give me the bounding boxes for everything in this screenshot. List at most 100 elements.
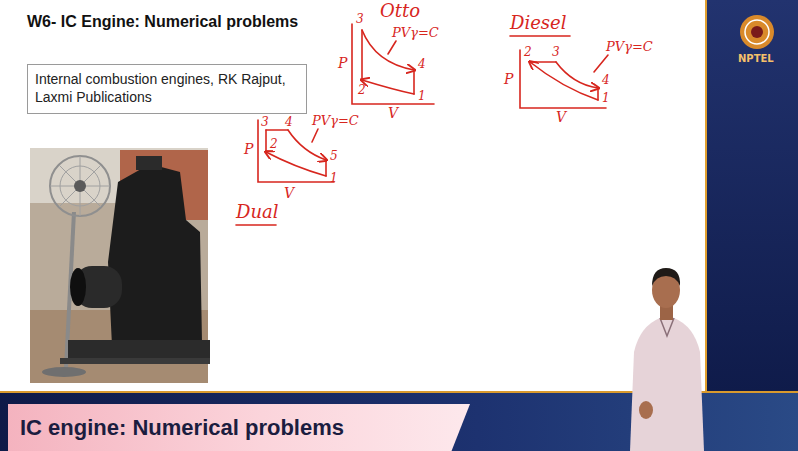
cycle-line — [265, 130, 267, 152]
label-anchor: P — [244, 142, 253, 156]
expansion-curve — [288, 130, 326, 160]
engine-frame — [68, 340, 210, 358]
handwritten-label: 3 — [261, 116, 269, 128]
label-anchor: PVγ=C — [606, 40, 653, 53]
logo-core — [751, 26, 763, 38]
label-anchor: V — [556, 110, 566, 124]
handwritten-label: 3 — [356, 13, 364, 25]
handwritten-label: 1 — [602, 92, 610, 104]
handwritten-label: PVγ=C — [606, 40, 653, 53]
handwritten-label: 1 — [330, 172, 338, 184]
engine-body — [108, 164, 202, 346]
label-anchor: P — [338, 56, 347, 70]
cycle-line — [266, 129, 288, 131]
handwritten-label: P — [244, 142, 253, 156]
side-panel — [706, 0, 798, 392]
handwritten-label: 2 — [270, 138, 278, 150]
label-anchor: Dual — [236, 203, 279, 221]
handwritten-label: V — [556, 110, 566, 124]
label-anchor: PVγ=C — [392, 26, 439, 39]
label-anchor: 1 — [330, 172, 338, 184]
node-text: Internal combustion engines, RK Rajput, … — [35, 70, 299, 106]
handwritten-label: Otto — [380, 2, 420, 20]
presenter — [630, 268, 704, 451]
handwritten-label: P — [504, 72, 513, 86]
label-anchor: 3 — [552, 46, 560, 58]
label-anchor: 2 — [358, 84, 366, 96]
fan-base — [42, 367, 86, 377]
slide-ground — [0, 0, 706, 392]
slide-title: W6- IC Engine: Numerical problems — [27, 13, 298, 31]
handwritten-label: V — [388, 106, 398, 120]
label-anchor: V — [388, 106, 398, 120]
pv-axes — [520, 50, 606, 108]
presenter-hand — [639, 401, 653, 419]
handwritten-label: PVγ=C — [392, 26, 439, 39]
label-anchor: Otto — [380, 2, 420, 20]
handwritten-label: 3 — [552, 46, 560, 58]
handwritten-label: 2 — [524, 46, 532, 58]
handwritten-label: PVγ=C — [312, 114, 359, 127]
label-anchor: V — [284, 186, 294, 200]
pv-axes — [258, 120, 334, 182]
drum-opening — [70, 268, 86, 306]
leader-line — [388, 41, 396, 54]
shirt-collar — [660, 318, 674, 336]
label-anchor: P — [504, 72, 513, 86]
label-anchor: 1 — [602, 92, 610, 104]
fan-spokes — [50, 156, 110, 216]
label-anchor: 4 — [285, 116, 293, 128]
handwritten-label: P — [338, 56, 347, 70]
fan-hub — [74, 180, 86, 192]
cycle-line — [361, 30, 363, 80]
label-anchor: 3 — [261, 116, 269, 128]
underline — [236, 224, 276, 226]
label-anchor: 2 — [524, 46, 532, 58]
handwritten-label: Diesel — [510, 14, 567, 32]
leader-line — [594, 55, 608, 72]
handwritten-label: V — [284, 186, 294, 200]
label-anchor: 3 — [356, 13, 364, 25]
handwritten-label: 4 — [285, 116, 293, 128]
leader-line — [312, 129, 318, 142]
logo-text: NPTEL — [738, 54, 774, 64]
engine-photo — [30, 148, 210, 383]
fan-guard — [50, 156, 110, 216]
engine-skid — [60, 358, 210, 364]
handwritten-label: 5 — [330, 150, 338, 162]
label-anchor: Diesel — [510, 14, 567, 32]
handwritten-label: 2 — [358, 84, 366, 96]
logo-ring — [745, 20, 769, 44]
handwritten-label: 4 — [418, 58, 426, 70]
label-anchor: 5 — [330, 150, 338, 162]
cycle-line — [325, 160, 327, 176]
presenter-shirt — [630, 318, 704, 451]
cycle-line — [597, 88, 599, 100]
engine-top — [136, 156, 162, 170]
node-text: IC engine: Numerical problems — [20, 415, 470, 440]
panel-edge-line — [705, 0, 707, 392]
title-anchor: W6- IC Engine: Numerical problems — [27, 13, 298, 31]
handwritten-label: 1 — [418, 90, 426, 102]
compression-curve — [266, 152, 326, 176]
label-anchor: PVγ=C — [312, 114, 359, 127]
compression-curve — [362, 80, 414, 94]
diesel-pv-sketch — [510, 36, 608, 108]
presenter-hair — [652, 268, 680, 286]
underline — [510, 35, 570, 37]
label-anchor: 2 — [270, 138, 278, 150]
compression-curve — [530, 62, 598, 100]
handwritten-label: Dual — [236, 203, 279, 221]
caption-band: IC engine: Numerical problems — [8, 404, 470, 451]
label-anchor: 4 — [418, 58, 426, 70]
cycle-line — [413, 70, 415, 94]
dual-pv-sketch — [236, 120, 334, 225]
label-anchor: 4 — [602, 74, 610, 86]
cycle-line — [530, 61, 556, 63]
label-anchor: NPTEL — [738, 54, 774, 64]
label-anchor: 1 — [418, 90, 426, 102]
handwritten-label: 4 — [602, 74, 610, 86]
